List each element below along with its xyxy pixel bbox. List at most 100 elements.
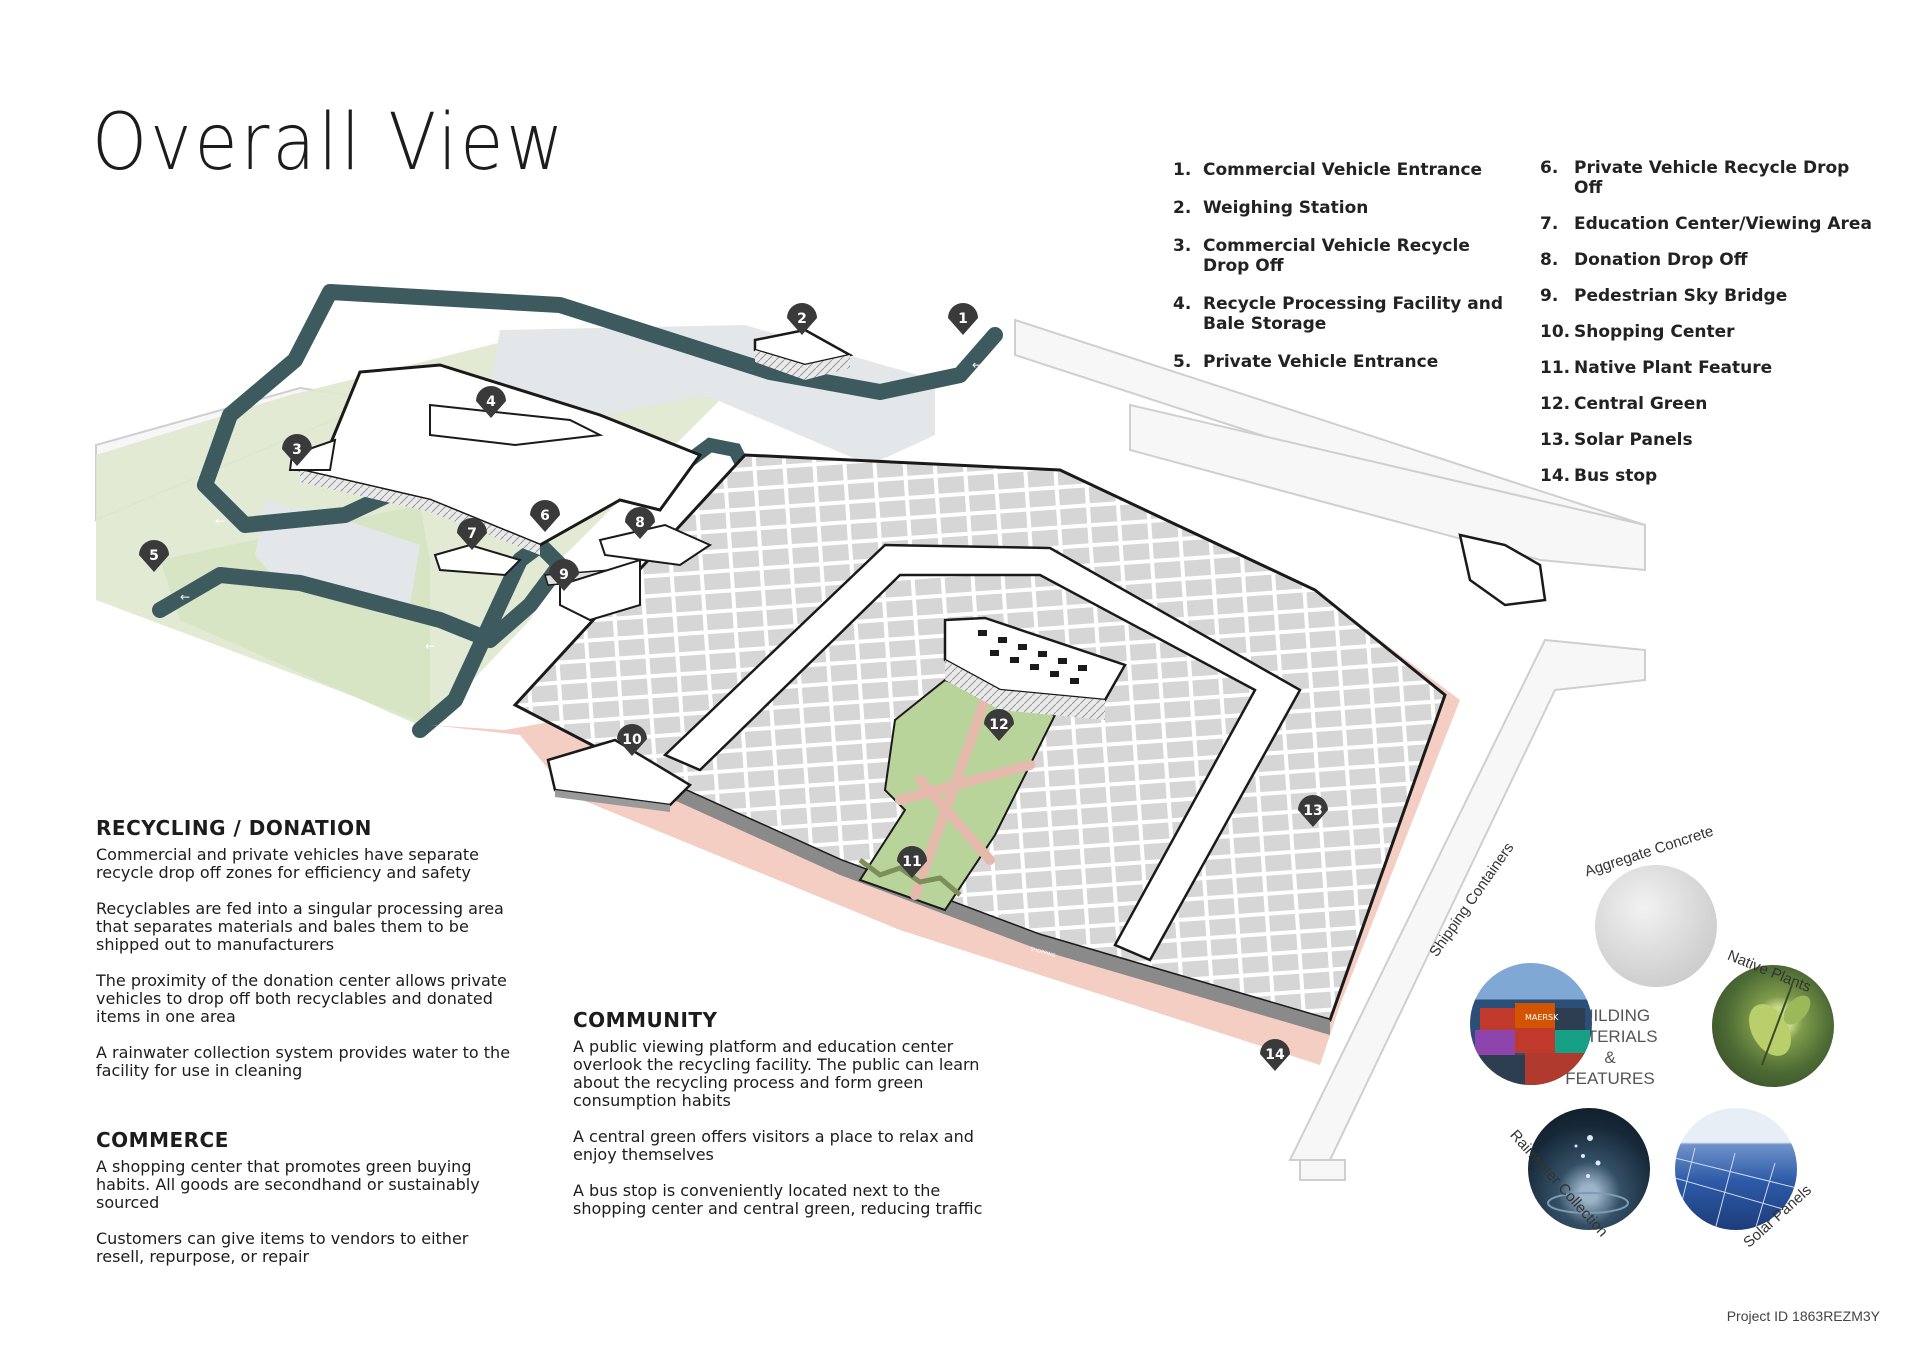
map-pins: 1 2 3 4 5 6 7 8 9 10 11 12 13 14: [139, 303, 1328, 1071]
pin-label: 6: [540, 508, 550, 524]
section-paragraph: The proximity of the donation center all…: [96, 971, 507, 1026]
page-title: Overall View: [92, 96, 567, 188]
concrete-image: [1595, 865, 1717, 987]
legend-number: 10.: [1540, 322, 1571, 342]
shopping-center-facade: [640, 770, 1330, 1035]
map-pin-5: 5: [139, 540, 169, 572]
section-paragraph: A bus stop is conveniently located next …: [573, 1181, 983, 1218]
legend-number: 3.: [1173, 236, 1192, 256]
road-arrows: ← ← ← ←: [180, 358, 982, 653]
map-pin-7: 7: [457, 518, 487, 550]
map-pin-14: 14: [1260, 1039, 1290, 1071]
road-arrow-2: ←: [215, 514, 225, 528]
map-pin-2: 2: [787, 303, 817, 335]
container-icon: MAERSK: [1475, 1003, 1590, 1085]
legend-item: 8.Donation Drop Off: [1540, 250, 1880, 270]
legend-label: Donation Drop Off: [1574, 250, 1748, 270]
green-paths: [895, 695, 1035, 900]
pin-label: 4: [486, 394, 496, 410]
section-paragraph: Customers can give items to vendors to e…: [96, 1229, 469, 1266]
legend-number: 4.: [1173, 294, 1192, 314]
map-pin-8: 8: [625, 507, 655, 539]
water-drops-image: [1528, 1108, 1650, 1230]
loading-dock: [288, 438, 337, 471]
sky-bridge-building: [559, 558, 641, 622]
legend-label: Recycle Processing Facility and Bale Sto…: [1203, 294, 1504, 334]
map-pin-1: 1: [948, 303, 978, 335]
legend-label: Education Center/Viewing Area: [1574, 214, 1872, 234]
containers-image: MAERSK: [1470, 963, 1592, 1085]
legend-label: Shopping Center: [1574, 322, 1735, 342]
facility-upper-roof: [429, 403, 604, 447]
legend-item: 11.Native Plant Feature: [1540, 358, 1880, 378]
legend-number: 7.: [1540, 214, 1559, 234]
skylights: [978, 630, 1087, 684]
section-paragraph: A central green offers visitors a place …: [573, 1127, 974, 1164]
legend-number: 9.: [1540, 286, 1559, 306]
entrance-canopy: [546, 738, 693, 807]
education-center: [433, 543, 522, 577]
section-heading: COMMERCE: [96, 1128, 229, 1152]
pin-label: 10: [622, 732, 642, 748]
legend-item: 6. Private Vehicle Recycle Drop Off: [1540, 158, 1880, 198]
materials-features: BUILDING MATERIALS & FEATURES Aggregate …: [1410, 815, 1890, 1255]
community-section: COMMUNITY A public viewing platform and …: [573, 1008, 993, 1236]
map-pin-6: 6: [530, 500, 560, 532]
pin-label: 5: [149, 548, 159, 564]
water-drop-icon: [1547, 1135, 1629, 1214]
roof-walkway: [662, 543, 1302, 962]
map-pin-9: 9: [549, 559, 579, 591]
section-paragraph: A public viewing platform and education …: [573, 1037, 980, 1110]
legend-label: Private Vehicle Recycle Drop Off: [1574, 158, 1850, 198]
legend-item: 13.Solar Panels: [1540, 430, 1880, 450]
legend-label: Commercial Vehicle Entrance: [1203, 160, 1483, 180]
legend-item: 3. Commercial Vehicle Recycle Drop Off: [1173, 236, 1518, 276]
pin-label: 11: [902, 854, 921, 870]
map-pin-11: 11: [897, 846, 927, 878]
center-line: FEATURES: [1565, 1069, 1655, 1088]
bus-stop-shelter: [1458, 533, 1547, 607]
legend-number: 12.: [1540, 394, 1571, 414]
legend-item: 10.Shopping Center: [1540, 322, 1880, 342]
legend-label: Weighing Station: [1203, 198, 1369, 218]
legend-number: 13.: [1540, 430, 1571, 450]
section-paragraph: A shopping center that promotes green bu…: [96, 1157, 480, 1212]
legend-label: Commercial Vehicle Recycle Drop Off: [1203, 236, 1470, 276]
center-line: &: [1604, 1048, 1616, 1067]
road-arrow-4: ←: [425, 639, 435, 653]
pin-label: 9: [559, 567, 569, 583]
legend-item: 7. Education Center/Viewing Area: [1540, 214, 1880, 234]
container-brand-text: MAERSK: [1525, 1013, 1559, 1022]
donation-dropoff: [598, 523, 713, 567]
section-paragraph: Recyclables are fed into a singular proc…: [96, 899, 504, 954]
legend-item: 9.Pedestrian Sky Bridge: [1540, 286, 1880, 306]
canopy-shadow: [555, 790, 670, 812]
legend-label: Central Green: [1574, 394, 1708, 414]
legend-number: 6.: [1540, 158, 1559, 178]
solar-panels-image: [1675, 1108, 1797, 1230]
legend-label: Bus stop: [1574, 466, 1658, 486]
legend-item: 12.Central Green: [1540, 394, 1880, 414]
project-id: Project ID 1863REZM3Y: [1726, 1308, 1880, 1324]
legend-number: 11.: [1540, 358, 1571, 378]
legend-number: 2.: [1173, 198, 1192, 218]
private-road: [152, 537, 568, 738]
road-arrow-3: ←: [180, 590, 190, 604]
legend-item: 2. Weighing Station: [1173, 198, 1518, 218]
legend-number: 5.: [1173, 352, 1192, 372]
pin-label: 7: [467, 526, 477, 542]
pin-label: 3: [292, 442, 302, 458]
section-heading: RECYCLING / DONATION: [96, 816, 372, 840]
weighing-station-wall: [755, 350, 850, 380]
commerce-section: COMMERCE A shopping center that promotes…: [96, 1128, 516, 1284]
section-paragraph: Commercial and private vehicles have sep…: [96, 845, 480, 882]
courtyard-building-wall: [945, 660, 1105, 720]
map-pin-3: 3: [282, 434, 312, 466]
legend-item: 14.Bus stop: [1540, 466, 1880, 486]
map-pin-10: 10: [617, 724, 647, 756]
material-label-containers: Shipping Containers: [1426, 839, 1518, 960]
map-pin-12: 12: [984, 709, 1014, 741]
legend-label: Private Vehicle Entrance: [1203, 352, 1439, 372]
road-arrow-1: ←: [972, 358, 982, 372]
